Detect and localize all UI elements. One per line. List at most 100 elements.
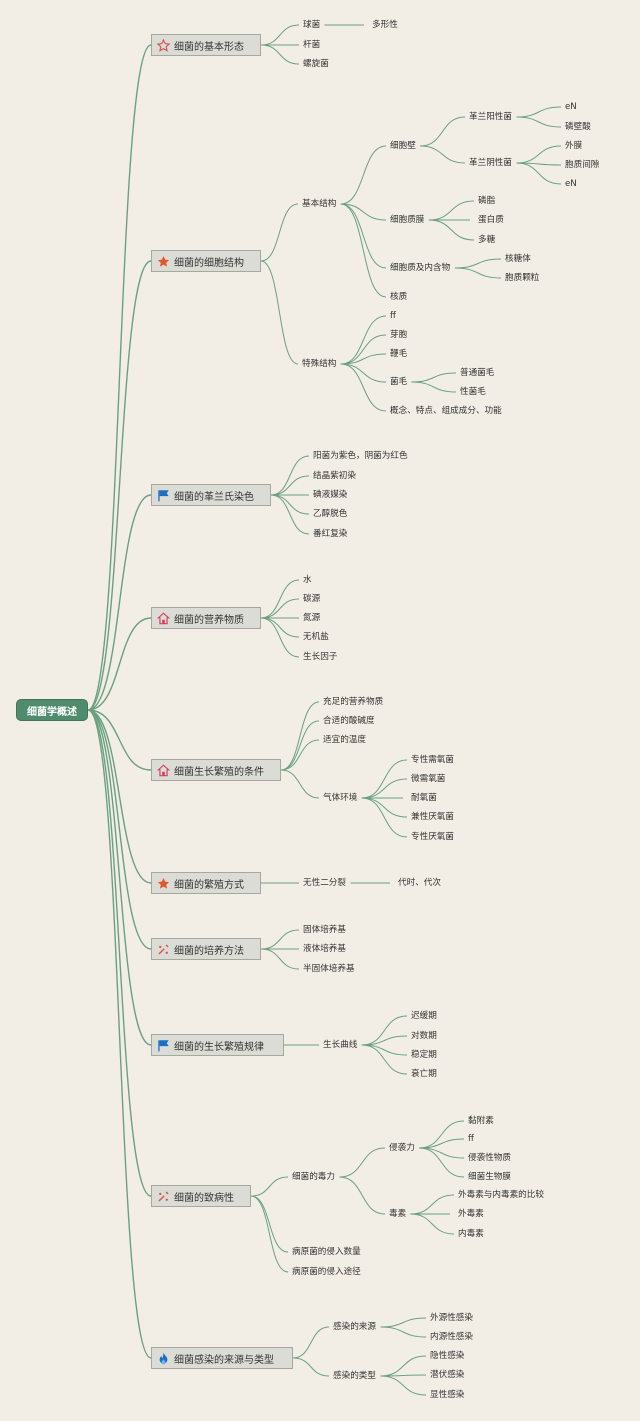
node-label[interactable]: 显性感染 bbox=[430, 1390, 465, 1400]
node-label[interactable]: 合适的酸碱度 bbox=[323, 716, 375, 726]
node-label[interactable]: 耐氧菌 bbox=[411, 793, 437, 803]
topic-7[interactable]: 细菌的培养方法 bbox=[151, 938, 261, 960]
topic-10[interactable]: 细菌感染的来源与类型 bbox=[151, 1347, 293, 1369]
topic-2[interactable]: 细菌的细胞结构 bbox=[151, 250, 261, 272]
node-label[interactable]: 潜伏感染 bbox=[430, 1370, 465, 1380]
node-label[interactable]: 核糖体 bbox=[505, 254, 531, 264]
node-label[interactable]: 鞭毛 bbox=[390, 349, 408, 359]
node-label[interactable]: 生长因子 bbox=[303, 652, 338, 662]
node-label[interactable]: 液体培养基 bbox=[303, 944, 346, 954]
node-label[interactable]: 气体环境 bbox=[323, 793, 358, 803]
node-label[interactable]: 适宜的温度 bbox=[323, 735, 366, 745]
node-label[interactable]: 感染的来源 bbox=[333, 1322, 376, 1332]
node-label[interactable]: 球菌 bbox=[303, 20, 321, 30]
connector-line bbox=[361, 1044, 408, 1075]
node-label[interactable]: 螺旋菌 bbox=[303, 59, 329, 69]
node-label[interactable]: 磷壁酸 bbox=[565, 122, 591, 132]
node-label[interactable]: 多糖 bbox=[478, 235, 496, 245]
node-label[interactable]: 侵袭性物质 bbox=[468, 1153, 511, 1163]
topic-label: 细菌感染的来源与类型 bbox=[174, 1354, 274, 1366]
topic-1[interactable]: 细菌的基本形态 bbox=[151, 34, 261, 56]
node-label[interactable]: 菌毛 bbox=[390, 377, 408, 387]
node-label[interactable]: 细菌生物膜 bbox=[468, 1172, 511, 1182]
node-label[interactable]: 胞质颗粒 bbox=[505, 273, 540, 283]
node-label[interactable]: 细胞质及内含物 bbox=[390, 263, 451, 273]
node-label[interactable]: 外膜 bbox=[565, 141, 583, 151]
root-topic[interactable]: 细菌学概述 bbox=[16, 699, 88, 721]
node-label[interactable]: 外毒素 bbox=[458, 1209, 484, 1219]
node-label[interactable]: 半固体培养基 bbox=[303, 964, 355, 974]
connector-line bbox=[340, 203, 387, 298]
node-label[interactable]: 芽胞 bbox=[390, 330, 408, 340]
node-label[interactable]: 衰亡期 bbox=[411, 1069, 437, 1079]
node-label[interactable]: 结晶紫初染 bbox=[313, 471, 356, 481]
node-label[interactable]: 普通菌毛 bbox=[460, 368, 495, 378]
node-label[interactable]: 乙醇脱色 bbox=[313, 509, 348, 519]
node-label[interactable]: 碳源 bbox=[303, 594, 321, 604]
connector-line bbox=[260, 929, 300, 950]
node-label[interactable]: 基本结构 bbox=[302, 199, 337, 209]
node-label[interactable]: 对数期 bbox=[411, 1031, 437, 1041]
topic-6[interactable]: 细菌的繁殖方式 bbox=[151, 872, 261, 894]
node-label[interactable]: 蛋白质 bbox=[478, 215, 504, 225]
node-label[interactable]: 多形性 bbox=[372, 20, 398, 30]
node-label[interactable]: 病原菌的侵入途径 bbox=[292, 1267, 361, 1277]
node-label[interactable]: 充足的营养物质 bbox=[323, 697, 384, 707]
node-label[interactable]: 杆菌 bbox=[303, 40, 321, 50]
node-label[interactable]: 水 bbox=[303, 575, 312, 585]
topic-9[interactable]: 细菌的致病性 bbox=[151, 1185, 251, 1207]
node-label[interactable]: 黏附素 bbox=[468, 1116, 494, 1126]
node-label[interactable]: 细菌的毒力 bbox=[292, 1172, 335, 1182]
topic-4[interactable]: 细菌的营养物质 bbox=[151, 607, 261, 629]
connector-line bbox=[280, 720, 320, 771]
node-label[interactable]: 磷脂 bbox=[478, 196, 496, 206]
node-label[interactable]: 隐性感染 bbox=[430, 1351, 465, 1361]
node-label[interactable]: 细胞壁 bbox=[390, 141, 416, 151]
node-label[interactable]: 外毒素与内毒素的比较 bbox=[458, 1190, 544, 1200]
node-label[interactable]: 迟缓期 bbox=[411, 1011, 437, 1021]
node-label[interactable]: 固体培养基 bbox=[303, 925, 346, 935]
connector-line bbox=[292, 1357, 330, 1377]
node-label[interactable]: 核质 bbox=[390, 292, 408, 302]
node-label[interactable]: 番红复染 bbox=[313, 529, 348, 539]
node-label[interactable]: 内毒素 bbox=[458, 1229, 484, 1239]
node-label[interactable]: 侵袭力 bbox=[389, 1143, 415, 1153]
node-label[interactable]: 碘液媒染 bbox=[313, 490, 348, 500]
node-label[interactable]: 内源性感染 bbox=[430, 1332, 473, 1342]
connector-line bbox=[339, 1176, 386, 1215]
node-label[interactable]: 革兰阳性菌 bbox=[469, 112, 512, 122]
connector-line bbox=[340, 203, 387, 221]
node-label[interactable]: 氮源 bbox=[303, 613, 321, 623]
node-label[interactable]: 微需氧菌 bbox=[411, 774, 446, 784]
node-label[interactable]: 无性二分裂 bbox=[303, 878, 346, 888]
node-label[interactable]: 外源性感染 bbox=[430, 1313, 473, 1323]
node-label[interactable]: 性菌毛 bbox=[460, 387, 486, 397]
node-label[interactable]: eN bbox=[565, 102, 577, 112]
node-label[interactable]: 专性厌氧菌 bbox=[411, 832, 454, 842]
topic-8[interactable]: 细菌的生长繁殖规律 bbox=[151, 1034, 284, 1056]
topic-3[interactable]: 细菌的革兰氏染色 bbox=[151, 484, 271, 506]
node-label[interactable]: 特殊结构 bbox=[302, 359, 337, 369]
connector-line bbox=[454, 258, 502, 269]
node-label[interactable]: 革兰阴性菌 bbox=[469, 158, 512, 168]
node-label[interactable]: ff bbox=[390, 311, 396, 321]
node-label[interactable]: eN bbox=[565, 179, 577, 189]
topic-5[interactable]: 细菌生长繁殖的条件 bbox=[151, 759, 281, 781]
node-label[interactable]: 胞质间隙 bbox=[565, 160, 600, 170]
node-label[interactable]: 细胞质膜 bbox=[390, 215, 425, 225]
node-label[interactable]: 阳菌为紫色，阴菌为红色 bbox=[313, 451, 408, 461]
node-label[interactable]: 兼性厌氧菌 bbox=[411, 812, 454, 822]
node-label[interactable]: 代时、代次 bbox=[398, 878, 441, 888]
node-label[interactable]: 病原菌的侵入数量 bbox=[292, 1247, 361, 1257]
node-label[interactable]: ff bbox=[468, 1134, 474, 1144]
node-label[interactable]: 感染的类型 bbox=[333, 1371, 376, 1381]
node-label[interactable]: 概念、特点、组成成分、功能 bbox=[390, 406, 502, 416]
node-label[interactable]: 专性需氧菌 bbox=[411, 755, 454, 765]
connector-line bbox=[516, 145, 562, 164]
connector-line bbox=[410, 1194, 455, 1215]
connector-line bbox=[260, 24, 300, 46]
node-label[interactable]: 稳定期 bbox=[411, 1050, 437, 1060]
node-label[interactable]: 无机盐 bbox=[303, 632, 329, 642]
node-label[interactable]: 生长曲线 bbox=[323, 1040, 358, 1050]
node-label[interactable]: 毒素 bbox=[389, 1209, 407, 1219]
